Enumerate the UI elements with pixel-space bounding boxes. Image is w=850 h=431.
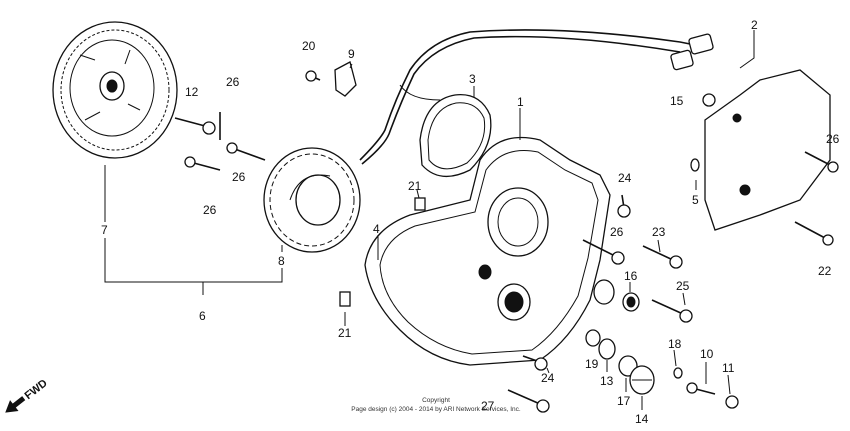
label-12: 12 bbox=[185, 85, 199, 99]
fwd-indicator: FWD bbox=[5, 377, 50, 413]
label-21-lower: 21 bbox=[338, 326, 352, 340]
label-9: 9 bbox=[348, 47, 355, 61]
label-26-top: 26 bbox=[226, 75, 240, 89]
label-10: 10 bbox=[700, 347, 714, 361]
copyright-line-1: Copyright bbox=[422, 397, 450, 404]
label-27: 27 bbox=[481, 399, 495, 413]
label-8: 8 bbox=[278, 254, 285, 268]
crankcase-cover bbox=[364, 136, 615, 366]
label-3: 3 bbox=[469, 72, 476, 86]
label-26-low: 26 bbox=[203, 203, 217, 217]
label-4: 4 bbox=[373, 222, 380, 236]
label-6: 6 bbox=[199, 309, 206, 323]
copyright-line-2: Page design (c) 2004 - 2014 by ARI Netwo… bbox=[351, 406, 521, 413]
label-15: 15 bbox=[670, 94, 684, 108]
label-24-lower: 24 bbox=[541, 371, 555, 385]
label-25: 25 bbox=[676, 279, 690, 293]
label-5: 5 bbox=[692, 193, 699, 207]
fwd-label: FWD bbox=[23, 377, 50, 402]
label-11: 11 bbox=[722, 361, 735, 375]
label-22: 22 bbox=[818, 264, 832, 278]
label-18: 18 bbox=[668, 337, 682, 351]
label-23: 23 bbox=[652, 225, 666, 239]
label-21-upper: 21 bbox=[408, 179, 422, 193]
label-17: 17 bbox=[617, 394, 631, 408]
label-1: 1 bbox=[517, 95, 524, 109]
forward-arrow-icon bbox=[5, 396, 26, 413]
label-26-right: 26 bbox=[826, 132, 840, 146]
fasteners bbox=[174, 70, 839, 413]
part-number-labels: 1 2 3 4 5 6 7 8 9 10 11 12 13 14 15 16 1… bbox=[101, 18, 840, 426]
label-26-center: 26 bbox=[610, 225, 624, 239]
wire-clamp bbox=[334, 61, 357, 97]
wiring-harness bbox=[359, 29, 714, 165]
leader-lines bbox=[104, 30, 755, 410]
label-7: 7 bbox=[101, 223, 108, 237]
stator bbox=[263, 147, 361, 253]
side-cover-plate bbox=[704, 69, 831, 231]
gasket bbox=[419, 94, 492, 177]
label-19: 19 bbox=[585, 357, 599, 371]
flywheel bbox=[52, 21, 178, 159]
label-24-upper: 24 bbox=[618, 171, 632, 185]
label-13: 13 bbox=[600, 374, 614, 388]
label-20: 20 bbox=[302, 39, 316, 53]
label-14: 14 bbox=[635, 412, 649, 426]
label-16: 16 bbox=[624, 269, 638, 283]
label-2: 2 bbox=[751, 18, 758, 32]
label-26-mid: 26 bbox=[232, 170, 246, 184]
